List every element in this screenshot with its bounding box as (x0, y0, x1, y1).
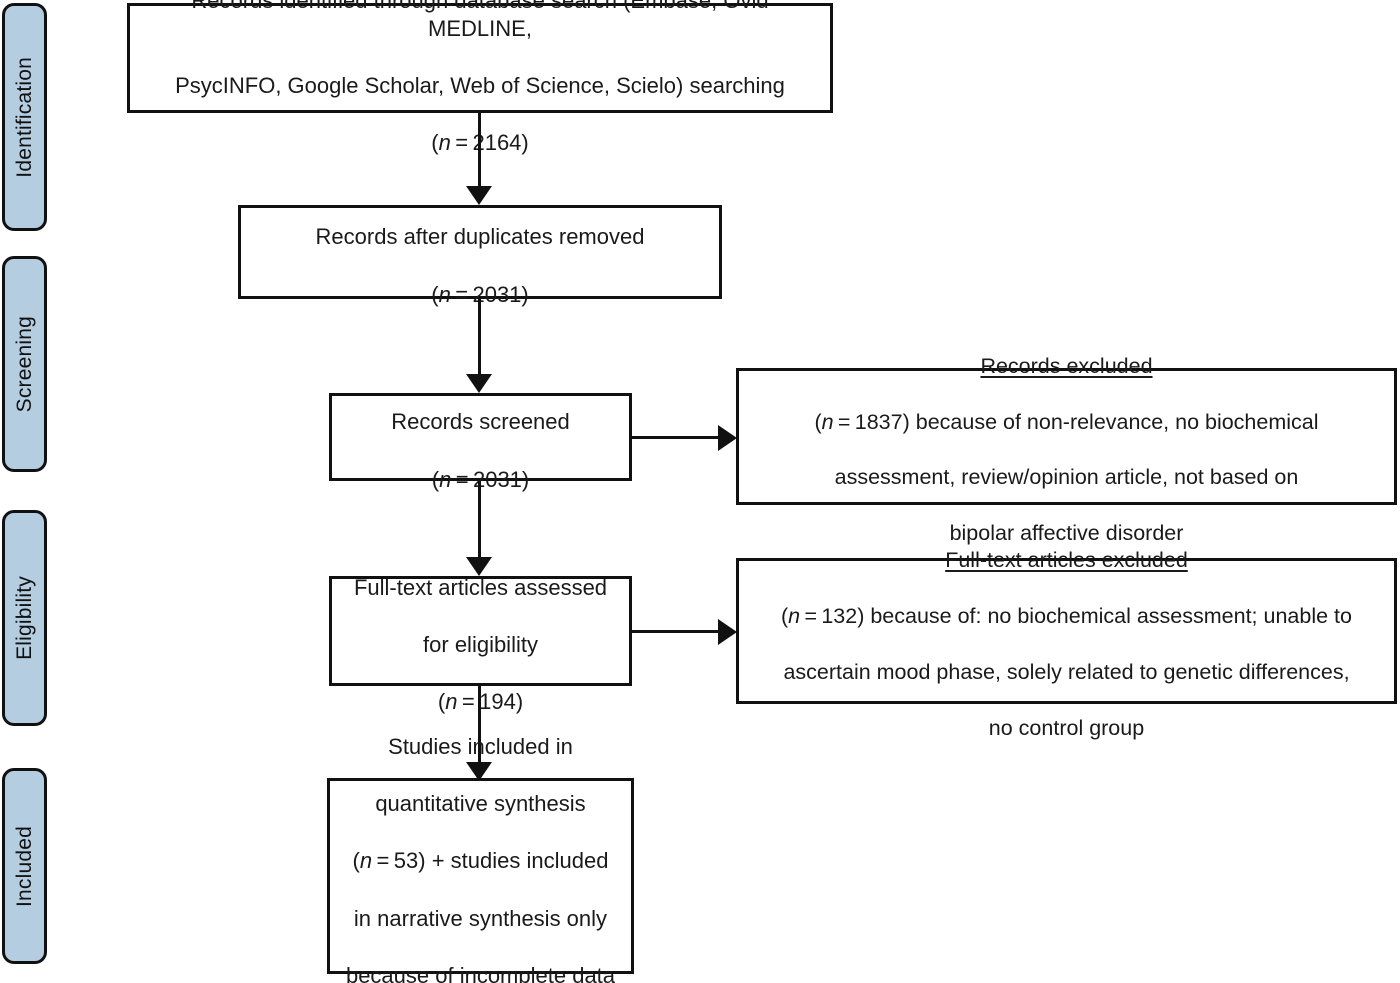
fulltext-assessed-line1: Full-text articles assessed (353, 574, 608, 600)
connector-screened-to-fulltext-arrowhead (466, 557, 492, 576)
node-fulltext-assessed: Full-text articles assessed for eligibil… (329, 575, 632, 714)
records-identified-line1: Records identified through database sear… (191, 0, 769, 42)
connector-identified-to-duplicates-line (478, 113, 481, 188)
node-records-screened-text: Records screened (n = 2031) (381, 380, 580, 494)
node-studies-included-text: Studies included in quantitative synthes… (336, 704, 625, 983)
stage-eligibility-label: Eligibility (13, 576, 36, 660)
studies-included-line1: Studies included in (388, 734, 573, 760)
node-fulltext-assessed-text: Full-text articles assessed for eligibil… (344, 545, 617, 717)
studies-included-line4: in narrative synthesis only (353, 905, 608, 931)
stage-screening-label: Screening (13, 315, 36, 413)
records-identified-line2: PsycINFO, Google Scholar, Web of Science… (175, 73, 785, 99)
connector-screened-to-fulltext-line (478, 481, 481, 558)
records-excluded-body-line1: (n = 1837) because of non-relevance, no … (814, 409, 1319, 434)
connector-identified-to-duplicates-arrowhead (466, 186, 492, 205)
connector-screened-to-excluded-line (632, 436, 722, 439)
stage-eligibility: Eligibility (2, 510, 47, 726)
fulltext-assessed-count: (n = 194) (437, 689, 524, 715)
node-records-identified: Records identified through database sear… (127, 0, 833, 155)
connector-fulltext-to-excluded-line (632, 630, 722, 633)
fulltext-assessed-line2: for eligibility (423, 632, 538, 657)
connector-duplicates-to-screened-line (478, 299, 481, 375)
studies-included-line2: quantitative synthesis (375, 791, 586, 817)
records-screened-count: (n = 2031) (431, 466, 530, 492)
fulltext-excluded-title: Full-text articles excluded (945, 548, 1188, 573)
fulltext-excluded-body-line2: ascertain mood phase, solely related to … (783, 659, 1350, 684)
connector-duplicates-to-screened-arrowhead (466, 374, 492, 393)
studies-included-line3: (n = 53) + studies included (352, 848, 609, 874)
node-records-excluded-text: Records excluded (n = 1837) because of n… (804, 325, 1328, 549)
node-records-excluded: Records excluded (n = 1837) because of n… (736, 354, 1397, 545)
stage-included-label: Included (13, 825, 36, 907)
node-fulltext-excluded-text: Full-text articles excluded (n = 132) be… (771, 519, 1362, 743)
records-after-duplicates-line1: Records after duplicates removed (315, 224, 645, 250)
fulltext-excluded-body-line1: (n = 132) because of: no biochemical ass… (781, 604, 1352, 629)
connector-fulltext-to-included-arrowhead (466, 762, 492, 781)
stage-screening: Screening (2, 256, 47, 472)
connector-fulltext-to-excluded-arrowhead (718, 619, 737, 645)
node-records-after-duplicates-text: Records after duplicates removed (n = 20… (306, 195, 655, 309)
connector-screened-to-excluded-arrowhead (718, 425, 737, 451)
node-records-identified-text: Records identified through database sear… (130, 0, 830, 158)
records-excluded-body-line2: assessment, review/opinion article, not … (834, 465, 1299, 490)
stage-identification-label: Identification (13, 56, 36, 178)
connector-fulltext-to-included-line (478, 686, 481, 764)
fulltext-excluded-body-line3: no control group (988, 715, 1145, 740)
node-fulltext-excluded: Full-text articles excluded (n = 132) be… (736, 548, 1397, 740)
records-excluded-body-line3: bipolar affective disorder (949, 521, 1184, 546)
studies-included-line5: because of incomplete data (345, 962, 616, 983)
stage-identification: Identification (2, 3, 47, 231)
node-records-screened: Records screened (n = 2031) (329, 393, 632, 492)
records-excluded-title: Records excluded (980, 353, 1153, 378)
records-screened-line1: Records screened (391, 409, 570, 435)
stage-included: Included (2, 768, 47, 964)
node-studies-included: Studies included in quantitative synthes… (327, 734, 634, 983)
node-records-after-duplicates: Records after duplicates removed (n = 20… (238, 205, 722, 307)
